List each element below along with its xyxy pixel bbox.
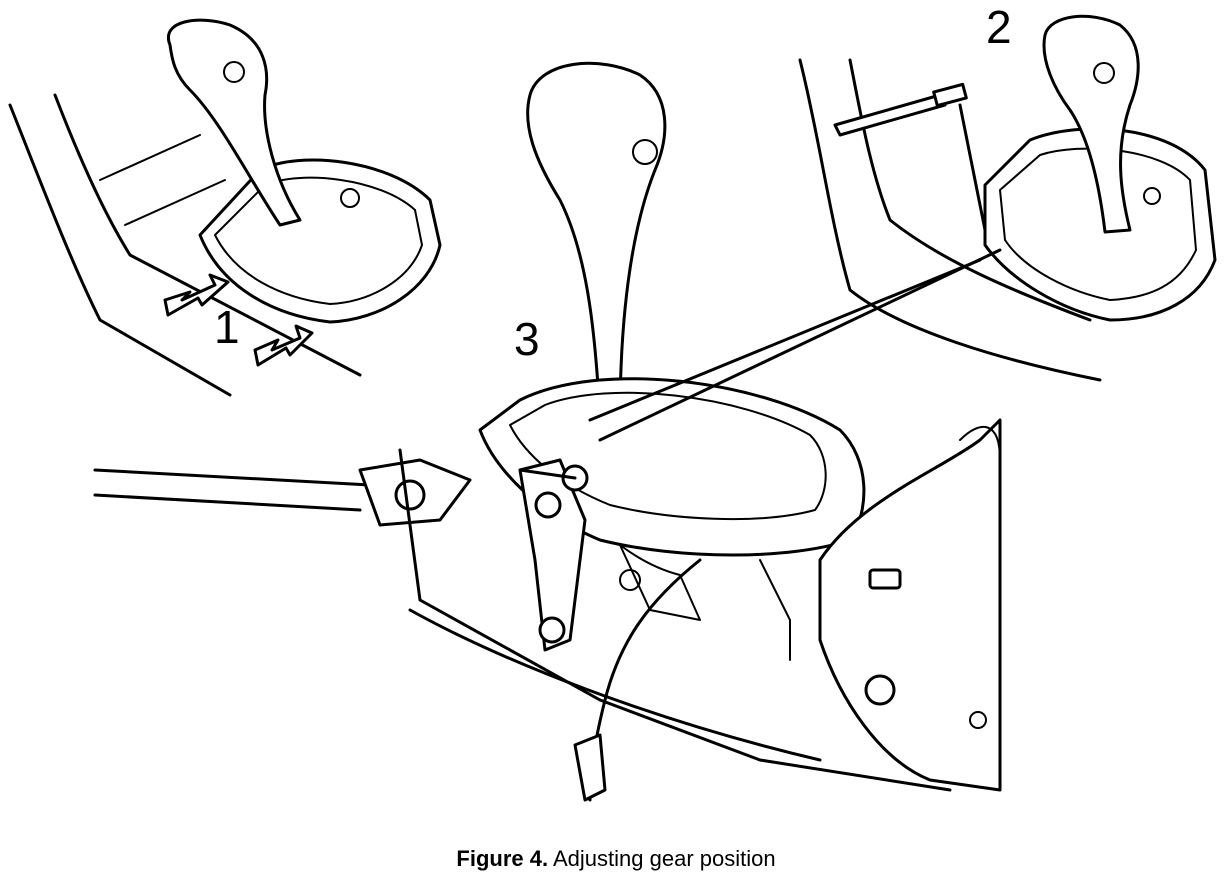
callout-3: 3	[514, 313, 540, 365]
arrow-right-icon	[253, 324, 314, 367]
figure-caption: Figure 4. Adjusting gear position	[0, 846, 1232, 872]
arrow-left-icon	[163, 273, 230, 317]
gear-shift-diagram	[8, 14, 1217, 802]
callout-1: 1	[214, 301, 240, 353]
callout-2: 2	[986, 1, 1012, 53]
main-shift-assembly	[93, 61, 1002, 802]
caption-text: Adjusting gear position	[553, 846, 776, 871]
lock-pin-icon	[833, 93, 947, 137]
figure-label: Figure 4.	[456, 846, 549, 871]
inset-left-console	[8, 18, 442, 397]
inset-right-console	[798, 14, 1217, 382]
